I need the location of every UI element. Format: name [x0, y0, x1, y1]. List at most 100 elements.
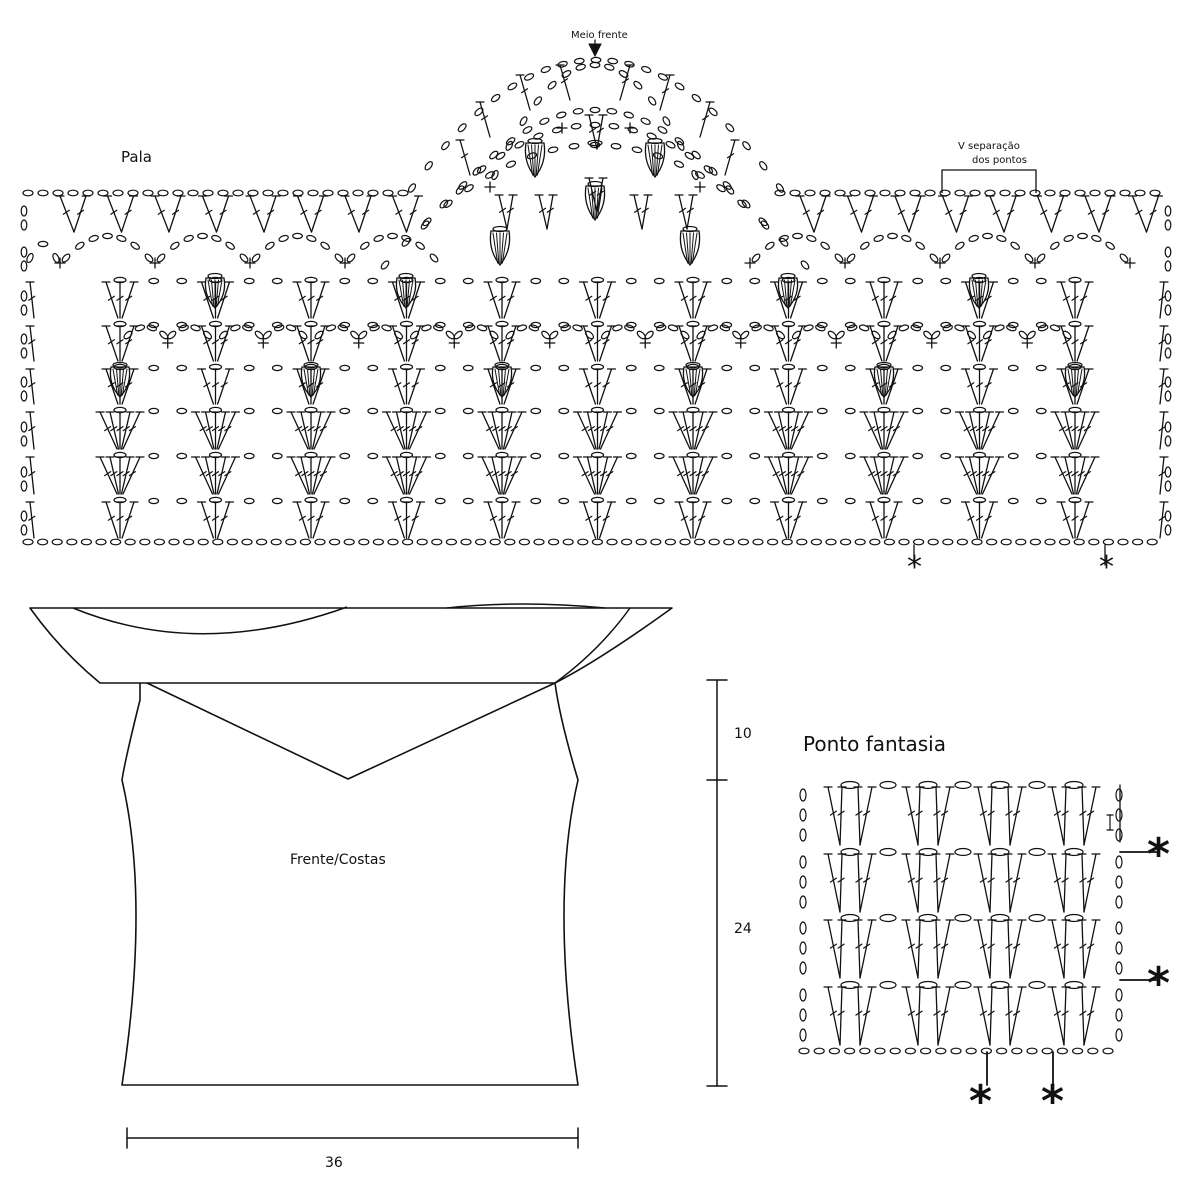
- double-crochet-bar: [411, 339, 419, 345]
- shell-double-crochet: [194, 456, 214, 495]
- double-crochet-bar: [1005, 1010, 1013, 1016]
- double-crochet-bar: [295, 471, 303, 477]
- double-crochet-bar: [506, 207, 514, 213]
- chain-stitch: [942, 324, 953, 332]
- puff-stitch: [644, 142, 666, 179]
- shell-double-crochet: [296, 368, 310, 405]
- chain-stitch: [1044, 538, 1056, 546]
- chain-stitch: [243, 364, 255, 372]
- double-crochet-bar: [979, 1010, 988, 1016]
- fancy-double-crochet: [859, 919, 873, 979]
- chain-stitch: [1028, 780, 1046, 790]
- double-crochet-bar: [776, 515, 784, 521]
- double-crochet-bar: [1053, 877, 1062, 883]
- fancy-double-crochet: [1063, 786, 1067, 846]
- double-crochet-bar: [489, 382, 497, 388]
- puff-stitch-line: [207, 279, 214, 307]
- shell-double-crochet: [1054, 456, 1073, 495]
- chain-stitch: [20, 466, 28, 478]
- puff-stitch-line: [690, 232, 694, 264]
- chain-stitch: [1062, 330, 1072, 340]
- chain-stitch: [372, 538, 384, 546]
- chain-stitch: [52, 189, 64, 197]
- shell-double-crochet: [789, 456, 800, 495]
- chain-stitch: [401, 234, 412, 242]
- chain-stitch: [157, 189, 169, 197]
- puff-stitch-line: [682, 232, 689, 264]
- chain-stitch: [358, 330, 368, 340]
- double-crochet-bar: [504, 426, 512, 432]
- chain-stitch: [653, 407, 665, 415]
- chain-stitch: [653, 452, 665, 460]
- double-crochet-bar: [390, 471, 398, 477]
- shell-double-crochet: [1077, 411, 1096, 450]
- double-crochet-bar: [880, 339, 888, 345]
- chain-stitch: [434, 277, 446, 285]
- double-crochet-bar: [987, 810, 995, 816]
- chain-stitch: [877, 451, 891, 459]
- double-crochet-bar: [829, 877, 838, 883]
- fancy-double-crochet: [977, 986, 991, 1046]
- chain-stitch: [251, 253, 261, 263]
- chain-stitch: [547, 538, 560, 546]
- pala-yoke-chart: [20, 39, 1172, 566]
- chain-stitch: [840, 780, 860, 790]
- double-crochet-bar: [772, 471, 780, 477]
- double-crochet-bar: [211, 339, 220, 345]
- separation-note-line2: dos pontos: [972, 155, 1027, 166]
- fancy-double-crochet: [859, 853, 873, 913]
- chain-stitch: [584, 330, 595, 340]
- double-crochet-bar: [855, 1010, 863, 1016]
- separation-bracket: [941, 169, 1037, 193]
- double-crochet-bar: [319, 426, 327, 432]
- fancy-double-crochet: [917, 919, 921, 979]
- double-crochet-bar: [307, 426, 315, 432]
- chain-stitch: [262, 330, 272, 340]
- double-crochet-bar: [1080, 295, 1088, 301]
- edge-double-crochet: [1159, 411, 1165, 450]
- chain-stitch: [1077, 232, 1088, 240]
- shell-double-crochet: [869, 368, 883, 405]
- chain-stitch: [1011, 1047, 1023, 1055]
- fancy-double-crochet: [917, 853, 921, 913]
- chain-stitch: [985, 538, 998, 546]
- double-crochet-bar: [683, 471, 691, 477]
- chain-stitch: [1006, 324, 1017, 332]
- shell-double-crochet: [385, 456, 405, 495]
- chain-stitch: [655, 324, 667, 332]
- chain-stitch: [966, 330, 977, 340]
- chain-stitch: [719, 324, 731, 332]
- v-neck-line: [146, 682, 556, 780]
- chain-stitch: [708, 166, 718, 176]
- shell-double-crochet: [885, 501, 899, 539]
- double-crochet-bar: [110, 209, 118, 215]
- chain-stitch: [489, 330, 499, 340]
- double-crochet-bar: [507, 295, 515, 301]
- chain-stitch: [146, 324, 158, 332]
- shell-double-crochet: [200, 281, 215, 319]
- chain-stitch: [968, 234, 979, 242]
- chain-stitch: [898, 538, 910, 546]
- double-crochet-bar: [211, 515, 220, 521]
- chain-stitch: [1164, 376, 1172, 388]
- chain-stitch: [433, 324, 444, 332]
- chain-stitch: [859, 1047, 871, 1055]
- chain-stitch: [840, 847, 860, 857]
- double-crochet-bar: [892, 426, 900, 432]
- double-crochet-bar: [128, 471, 136, 477]
- chain-stitch: [271, 497, 283, 505]
- puff-stitch-line: [784, 279, 788, 307]
- chain-stitch: [573, 57, 585, 65]
- chain-stitch: [608, 122, 620, 130]
- chain-stitch: [834, 189, 846, 197]
- double-crochet-bar: [689, 515, 697, 521]
- puff-stitch-line: [398, 279, 405, 307]
- chain-stitch: [879, 780, 897, 790]
- chain-stitch: [407, 183, 417, 193]
- double-crochet-bar: [829, 1010, 838, 1016]
- chain-stitch: [909, 189, 921, 197]
- chain-stitch: [799, 921, 807, 935]
- chain-stitch: [20, 333, 28, 345]
- double-crochet-bar: [871, 515, 879, 521]
- chain-stitch: [591, 538, 604, 546]
